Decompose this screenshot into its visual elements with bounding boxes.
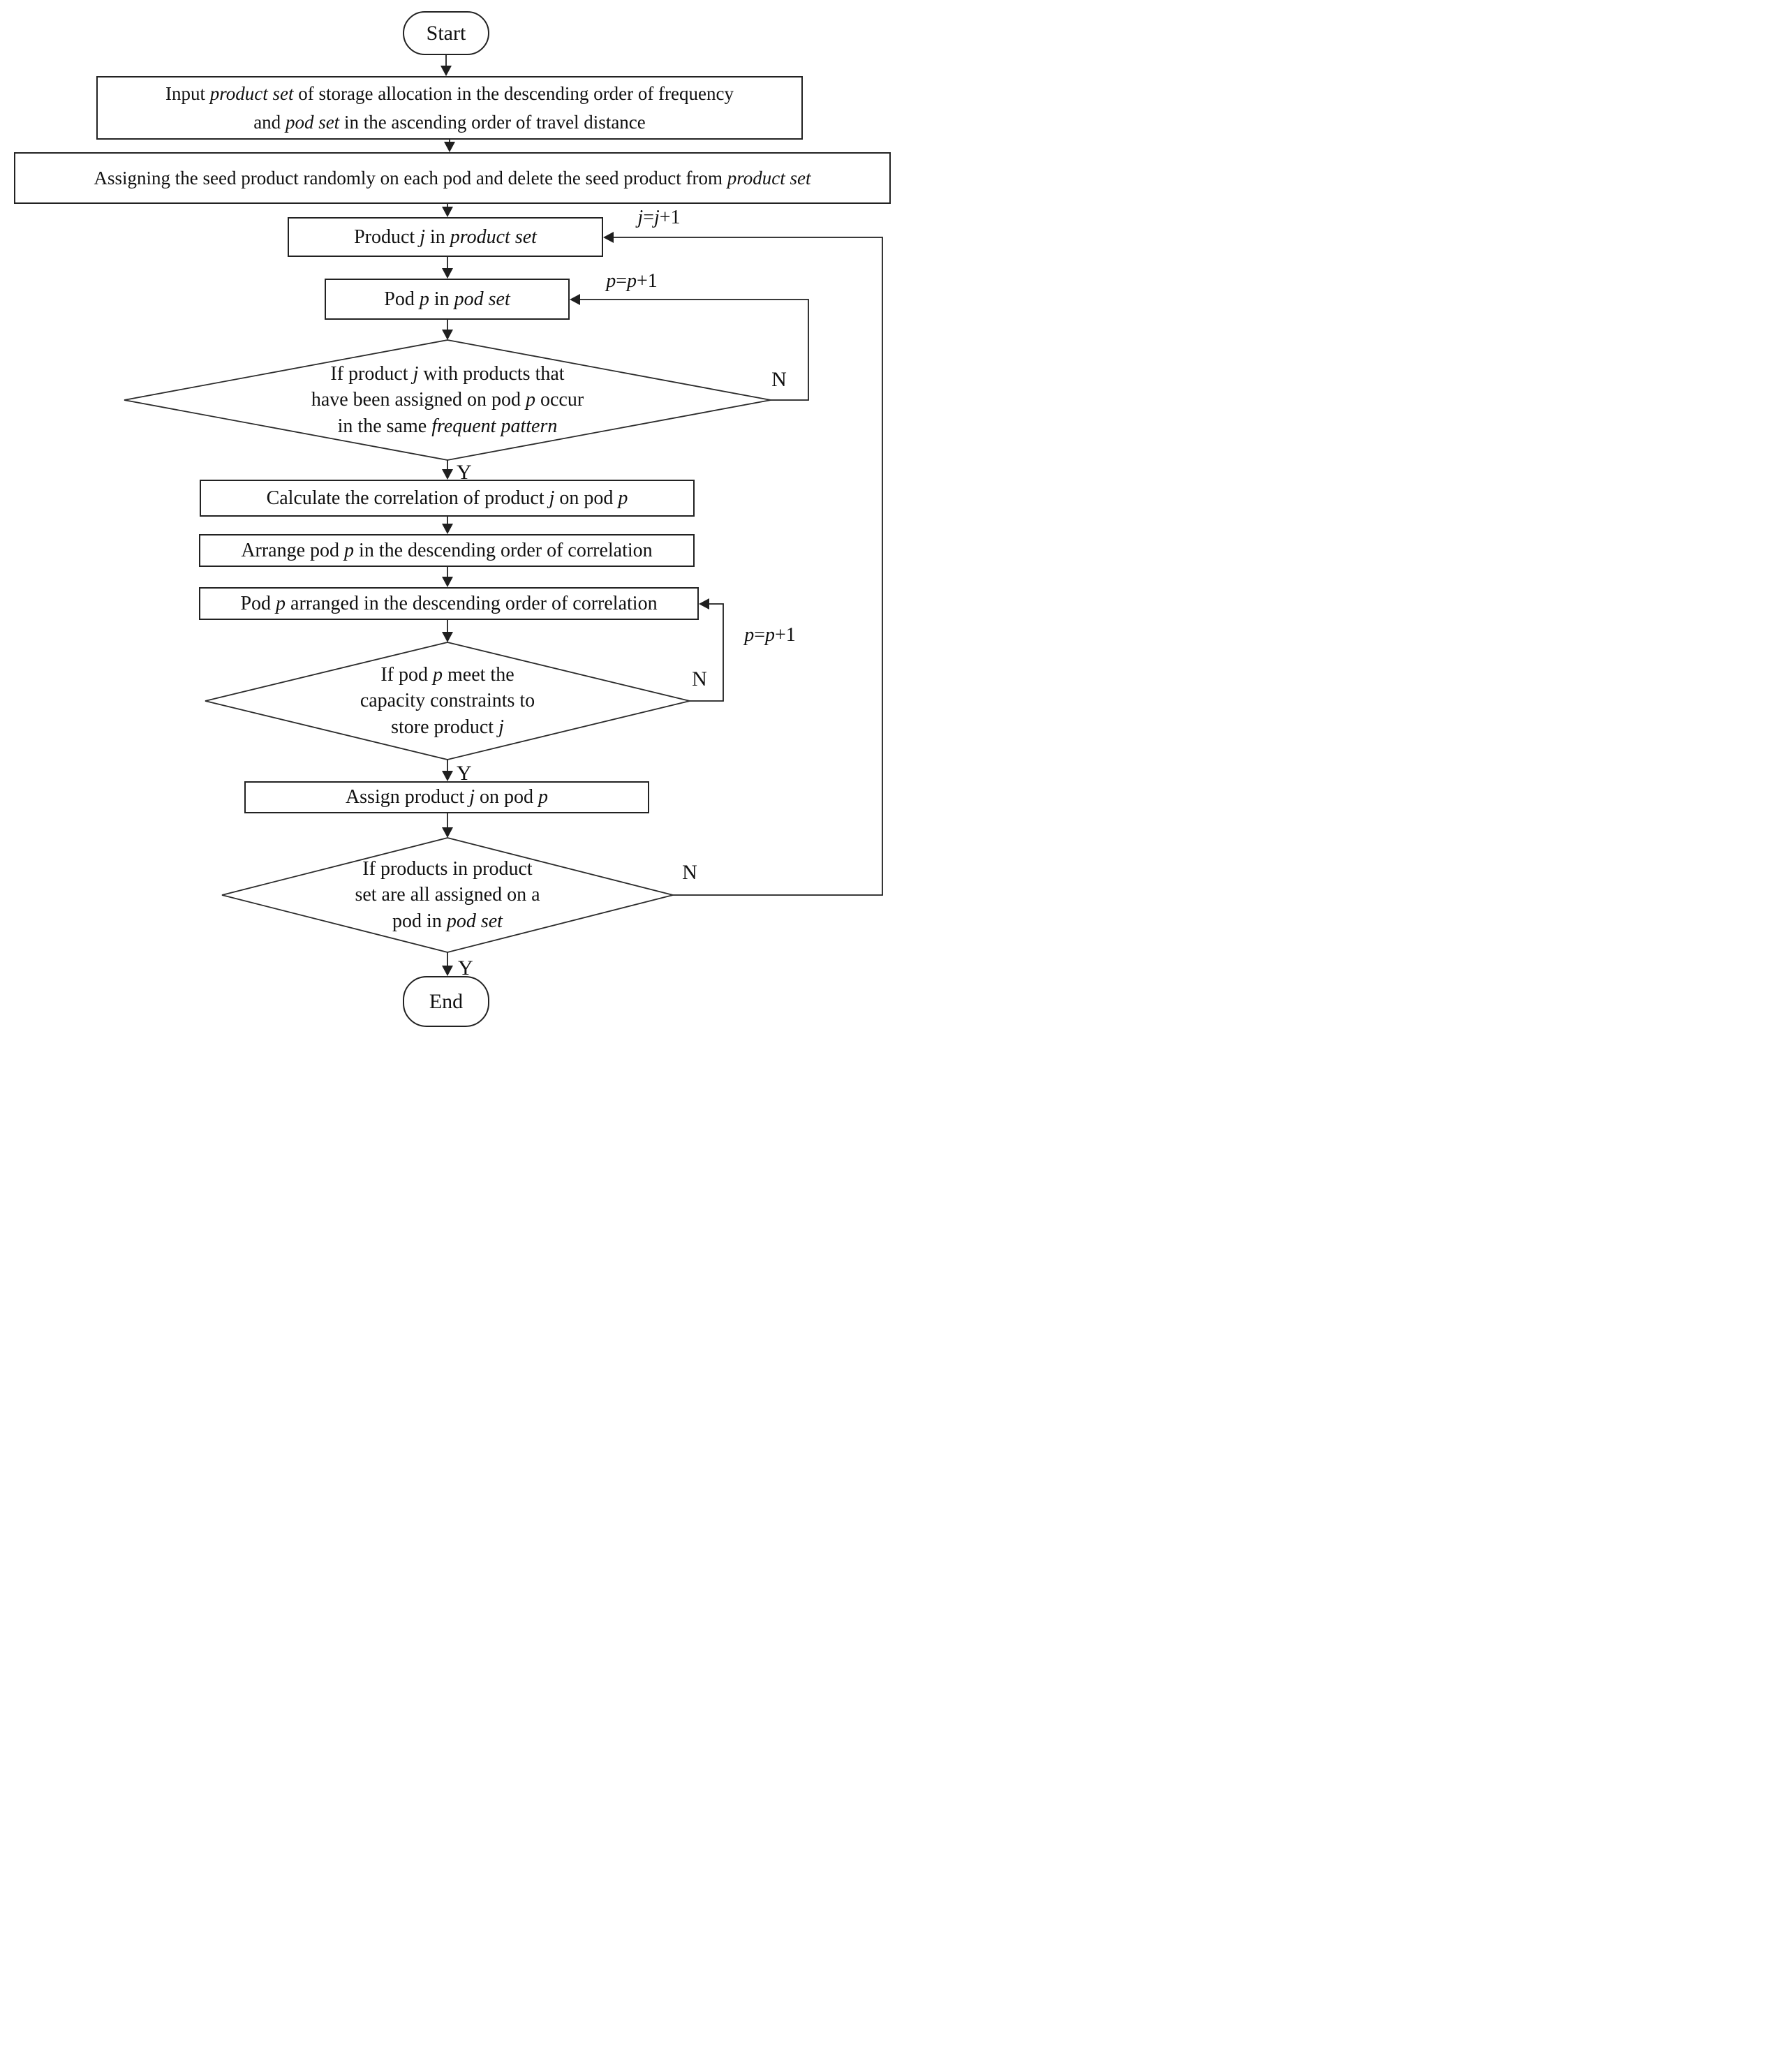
process-input-products-label: Input product set of storage allocation … [165,83,734,133]
process-pod-arranged: Pod p arranged in the descending order o… [199,587,699,620]
edge-arrange-to-pod-arranged [442,567,453,587]
process-arrange-pods-label: Arrange pod p in the descending order of… [241,539,653,561]
process-assign-seed-label: Assigning the seed product randomly on e… [94,167,811,189]
process-pod-loop: Pod p in pod set [325,279,570,320]
label-j-increment: j=j+1 [637,207,681,228]
process-product-loop: Product j in product set [288,217,603,257]
edge-input-to-seed [444,140,455,152]
edge-seed-to-product-loop [442,204,453,217]
process-calculate-correlation: Calculate the correlation of product j o… [200,480,695,517]
process-input-products: Input product set of storage allocation … [96,76,803,140]
label-no-capacity: N [692,667,707,690]
edge-decision-frequent-yes-to-calculate [442,460,453,480]
process-assign-product: Assign product j on pod p [244,781,649,813]
process-pod-arranged-label: Pod p arranged in the descending order o… [240,592,658,614]
edge-pod-loop-to-decision-frequent [442,320,453,340]
edge-decision-all-yes-to-end [442,952,453,976]
process-arrange-pods: Arrange pod p in the descending order of… [199,534,695,567]
process-product-loop-label: Product j in product set [354,226,537,248]
label-p-increment-arranged: p=p+1 [744,624,796,646]
label-p-increment-pod-loop: p=p+1 [606,270,658,292]
edge-start-to-input [440,55,452,76]
end-node: End [403,976,489,1027]
process-assign-product-label: Assign product j on pod p [345,786,549,808]
edge-no-capacity-loop [690,598,724,702]
edge-assign-to-decision-all [442,813,453,838]
process-pod-loop-label: Pod p in pod set [384,288,510,310]
flowchart-canvas: Start Input product set of storage alloc… [0,0,896,1030]
edge-product-loop-to-pod-loop [442,257,453,279]
label-no-all-assigned: N [682,861,697,884]
label-no-frequent: N [771,368,787,391]
edge-pod-arranged-to-decision-capacity [442,620,453,642]
edge-calculate-to-arrange [442,517,453,534]
process-assign-seed: Assigning the seed product randomly on e… [14,152,891,204]
edge-no-all-assigned-loop [603,232,883,896]
label-yes-frequent: Y [457,461,472,484]
start-label: Start [426,21,466,45]
label-yes-all-assigned: Y [458,956,473,980]
edge-no-frequent-loop [570,294,809,401]
edge-decision-capacity-yes-to-assign [442,760,453,781]
connectors-layer [124,55,883,976]
start-node: Start [403,11,489,55]
process-calculate-correlation-label: Calculate the correlation of product j o… [266,487,628,509]
end-label: End [429,989,464,1013]
label-yes-capacity: Y [457,762,472,785]
